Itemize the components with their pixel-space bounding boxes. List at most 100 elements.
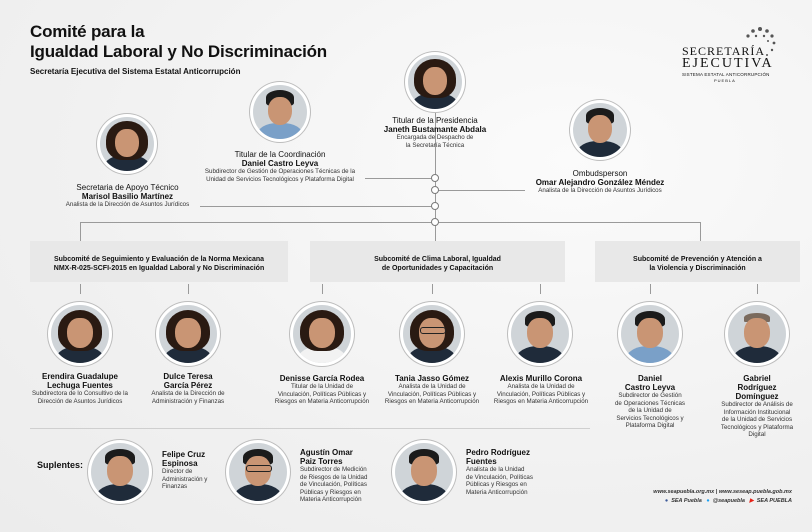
logo-line-3: SISTEMA ESTATAL ANTICORRUPCIÓN	[682, 72, 770, 77]
avatar-janeth-bustamante	[405, 52, 465, 112]
subcommittee-2-line-2: de Oportunidades y Capacitación	[381, 265, 494, 272]
subcommittee-title-2: Subcomité de Clima Laboral, Igualdad de …	[310, 255, 565, 273]
subcommittee-title-1: Subcomité de Seguimiento y Evaluación de…	[30, 255, 288, 273]
apoyo-card: Secretaria de Apoyo Técnico Marisol Basi…	[55, 183, 200, 209]
member-6-desc-1: Subdirector de Gestión	[618, 392, 682, 399]
subcommittee-bar-3	[595, 241, 800, 282]
avatar-daniel-castro	[250, 82, 310, 142]
subcommittee-title-3: Subcomité de Prevención y Atención a la …	[595, 255, 800, 273]
arrow-member-7	[757, 284, 758, 294]
logo-line-2: EJECUTIVA	[682, 56, 774, 71]
footer: www.seapuebla.org.mx | www.seseap.puebla…	[630, 488, 792, 506]
suplente-2-name-1: Agustín Omar	[300, 448, 353, 457]
member-4-desc-2: Vinculación, Políticas Públicas y	[387, 390, 477, 398]
suplente-3-name-2: Fuentes	[466, 457, 497, 466]
member-6-desc-2: de Operaciones Técnicas	[614, 399, 686, 407]
avatar-erendira-lechuga	[48, 302, 112, 366]
avatar-omar-gonzalez	[570, 100, 630, 160]
suplente-card-1: Felipe Cruz Espinosa Director de Adminis…	[162, 450, 232, 491]
suplente-1-desc-2: Administración y	[162, 475, 208, 483]
presidencia-desc-1: Encargada de Despacho de	[396, 134, 474, 141]
apoyo-desc-1: Analista de la Dirección de Asuntos Jurí…	[65, 201, 190, 208]
suplente-2-desc-3: de Vinculación, Políticas	[300, 481, 367, 488]
member-3-name: Denisse García Rodea	[279, 374, 365, 383]
suplente-2-desc-5: Materia Anticorrupción	[300, 496, 362, 503]
suplente-3-desc-3: Públicas y Riesgos en	[466, 481, 527, 488]
footer-twitter[interactable]: @seapuebla	[712, 498, 745, 504]
suplente-1-desc-1: Director de	[162, 468, 193, 475]
suplente-2-desc-1: Subdirector de Medición	[300, 466, 367, 473]
page-title: Comité para la Igualdad Laboral y No Dis…	[30, 22, 327, 62]
apoyo-role: Secretaria de Apoyo Técnico	[76, 183, 179, 192]
suplente-card-2: Agustín Omar Paiz Torres Subdirector de …	[300, 448, 390, 504]
suplente-card-3: Pedro Rodríguez Fuentes Analista de la U…	[466, 448, 556, 496]
apoyo-name: Marisol Basilio Martínez	[81, 192, 174, 201]
connector-node	[431, 202, 439, 210]
member-4-desc-3: Riesgos en Materia Anticorrupción	[384, 398, 480, 405]
connector-node	[431, 218, 439, 226]
ombudsperson-card: Ombudsperson Omar Alejandro González Mén…	[525, 169, 675, 195]
logo-dots-icon	[746, 27, 776, 56]
title-line-1: Comité para la	[30, 22, 145, 41]
avatar-alexis-murillo	[508, 302, 572, 366]
presidencia-name: Janeth Bustamante Abdala	[383, 125, 487, 134]
subcommittee-1-line-1: Subcomité de Seguimiento y Evaluación de…	[53, 256, 265, 263]
footer-web-2[interactable]: www.seseap.puebla.gob.mx	[718, 489, 792, 495]
subcommittee-1-line-2: NMX-R-025-SCFI-2015 en Igualdad Laboral …	[53, 265, 265, 272]
youtube-icon: ▶	[749, 498, 754, 504]
coordinacion-desc-1: Subdirector de Gestión de Operaciones Té…	[204, 168, 356, 175]
member-6-name-1: Daniel	[637, 374, 662, 383]
subcommittee-3-line-1: Subcomité de Prevención y Atención a	[633, 256, 762, 263]
member-6-name-2: Castro Leyva	[624, 383, 676, 392]
logo-line-1: SECRETARÍA	[682, 44, 766, 58]
suplente-3-desc-2: de Vinculación, Políticas	[466, 473, 533, 481]
suplente-3-name-1: Pedro Rodríguez	[466, 448, 531, 457]
suplente-2-desc-2: de Riesgos de la Unidad	[300, 473, 368, 481]
suplentes-label: Suplentes:	[37, 460, 84, 470]
subcommittee-2-line-1: Subcomité de Clima Laboral, Igualdad	[374, 256, 501, 263]
member-7-desc-2: Información Institucional	[723, 408, 791, 416]
connector-sub-1	[80, 222, 81, 242]
footer-facebook[interactable]: SEA Puebla	[671, 498, 702, 504]
footer-web-1[interactable]: www.seapuebla.org.mx	[653, 489, 715, 495]
connector-ombudsperson	[435, 190, 525, 191]
member-3-desc-1: Titular de la Unidad de	[290, 383, 354, 390]
member-2-name-1: Dulce Teresa	[163, 372, 213, 381]
avatar-felipe-cruz	[88, 440, 152, 504]
member-2-name-2: García Pérez	[163, 381, 213, 390]
member-6-desc-3: de la Unidad de	[628, 407, 672, 414]
ombudsperson-desc-1: Analista de la Dirección de Asuntos Jurí…	[538, 187, 662, 194]
facebook-icon: ●	[664, 498, 669, 504]
avatar-tania-jasso	[400, 302, 464, 366]
member-3-desc-3: Riesgos en Materia Anticorrupción	[274, 398, 370, 405]
suplente-1-name-2: Espinosa	[162, 459, 198, 468]
member-card-1: Erendira Guadalupe Lechuga Fuentes Subdi…	[10, 372, 150, 405]
avatar-marisol-basilio	[97, 114, 157, 174]
twitter-icon: ●	[706, 498, 710, 504]
member-7-name-3: Domínguez	[735, 392, 779, 401]
connector-apoyo	[200, 206, 435, 207]
member-5-desc-3: Riesgos en Materia Anticorrupción	[493, 398, 589, 405]
member-card-2: Dulce Teresa García Pérez Analista de la…	[128, 372, 248, 405]
coordinacion-name: Daniel Castro Leyva	[241, 159, 319, 168]
suplente-1-desc-3: Finanzas	[162, 483, 188, 490]
presidencia-role: Titular de la Presidencia	[392, 116, 478, 125]
footer-separator: |	[715, 489, 718, 495]
arrow-member-2	[188, 284, 189, 294]
coordinacion-desc-2: Unidad de Servicios Tecnológicos y Plata…	[206, 175, 354, 183]
arrow-member-6	[650, 284, 651, 294]
subcommittee-bar-2	[310, 241, 565, 282]
connector-node	[431, 186, 439, 194]
member-7-desc-1: Subdirector de Análisis de	[721, 401, 793, 408]
footer-youtube[interactable]: SEA PUEBLA	[756, 498, 792, 504]
subcommittee-bar-1	[30, 241, 288, 282]
member-1-desc-1: Subdirectora de lo Consultivo de la	[32, 390, 128, 397]
member-card-5: Alexis Murillo Corona Analista de la Uni…	[482, 374, 600, 406]
member-6-desc-4: Servicios Tecnológicos y	[616, 414, 684, 422]
footer-social-line: ●SEA Puebla ●@seapuebla ▶SEA PUEBLA	[630, 497, 792, 506]
suplente-2-name-2: Paiz Torres	[300, 457, 343, 466]
member-6-desc-5: Plataforma Digital	[625, 422, 675, 429]
member-2-desc-1: Analista de la Dirección de	[151, 390, 225, 397]
arrow-member-4	[432, 284, 433, 294]
member-5-desc-2: Vinculación, Políticas Públicas y	[496, 390, 586, 398]
